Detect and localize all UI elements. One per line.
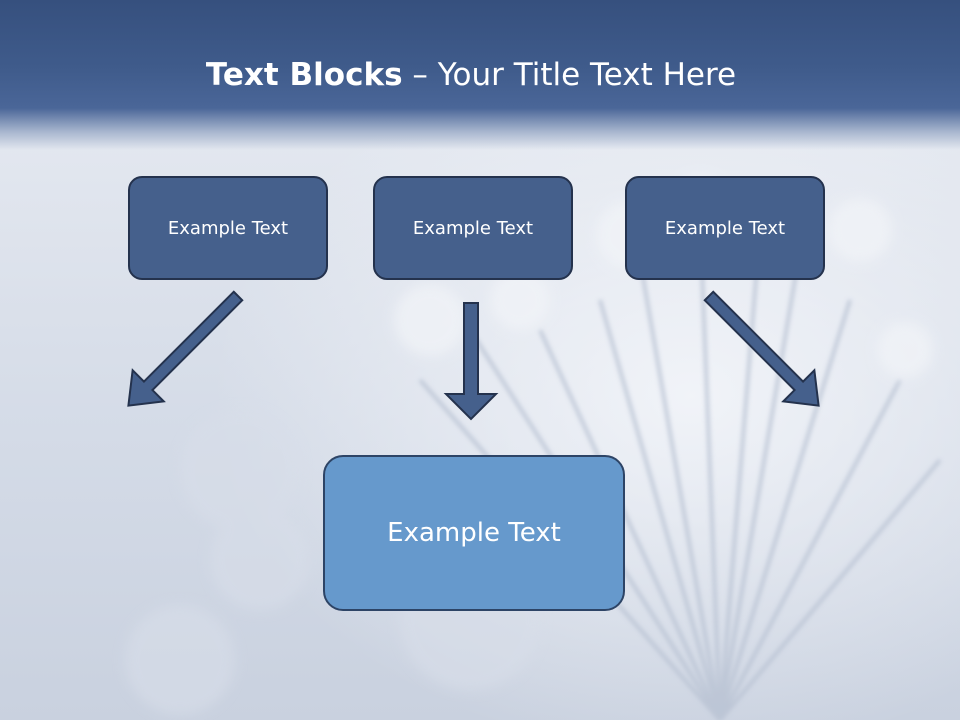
text-block-middle-label: Example Text [412,217,534,239]
arrow-down-right-icon [127,290,244,407]
text-block-left-label: Example Text [167,217,289,239]
title-separator: – [402,57,438,93]
target-text-block: Example Text [323,455,625,611]
arrow-down-left-icon [703,290,820,407]
title-band [0,0,960,150]
text-block-right: Example Text [625,176,825,280]
target-text-block-label: Example Text [387,518,561,548]
title-bold-part: Text Blocks [205,57,403,93]
text-block-right-label: Example Text [664,217,786,239]
title-rest: Your Title Text Here [437,57,737,93]
text-block-middle: Example Text [373,176,573,280]
text-block-left: Example Text [128,176,328,280]
slide-title: Text Blocks – Your Title Text Here [0,52,942,98]
arrow-down-icon [443,302,499,421]
